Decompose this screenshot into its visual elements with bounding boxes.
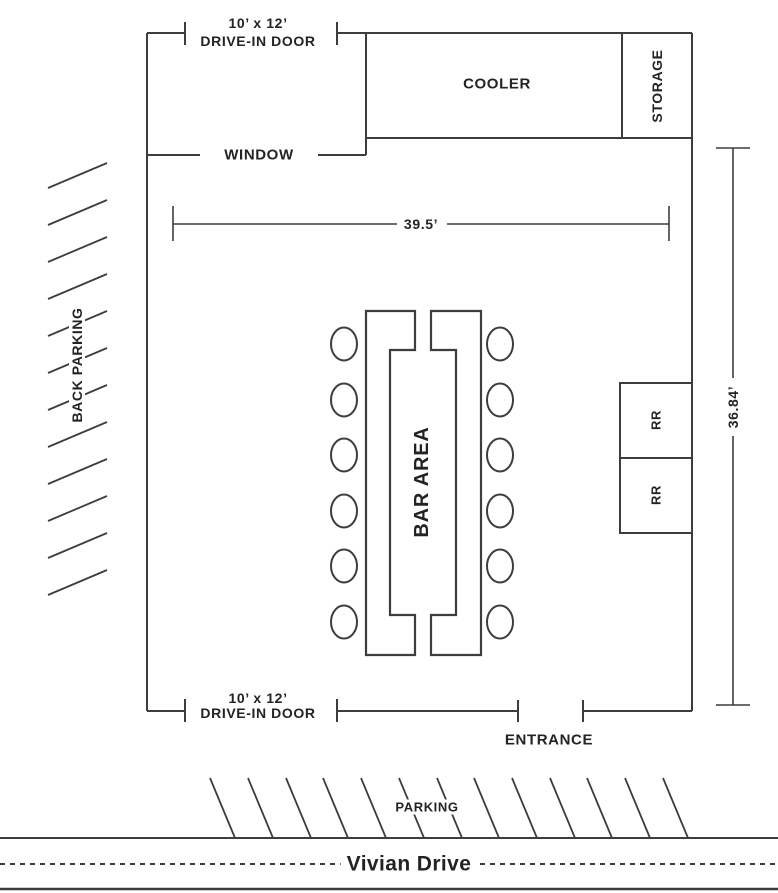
- building-walls: [146, 32, 693, 712]
- bar-stool: [486, 382, 514, 418]
- bar-counter-left: [364, 309, 417, 657]
- width-dimension-line: [172, 206, 670, 241]
- height-dimension-line: [716, 147, 750, 706]
- width-dimension-label: 39.5’: [403, 216, 439, 232]
- top-door-label: DRIVE-IN DOOR: [200, 33, 316, 49]
- restrooms: [619, 382, 693, 534]
- street-name-label: Vivian Drive: [340, 852, 478, 876]
- door-ticks: [184, 22, 584, 722]
- bar-stool: [486, 493, 514, 529]
- bar-stool: [486, 326, 514, 362]
- bar-stool: [330, 437, 358, 473]
- bar-stool: [486, 437, 514, 473]
- bar-counter: [364, 309, 483, 657]
- parking-label: PARKING: [389, 799, 465, 815]
- storage-label: STORAGE: [649, 49, 665, 123]
- street-road: [0, 837, 778, 891]
- bar-stool: [330, 548, 358, 584]
- bar-area-label: BAR AREA: [411, 426, 433, 538]
- top-door-size-label: 10’ x 12’: [228, 15, 288, 31]
- bar-counter-right: [429, 309, 483, 657]
- bottom-door-label: DRIVE-IN DOOR: [200, 705, 316, 721]
- bar-stool: [330, 604, 358, 640]
- bar-stool: [486, 604, 514, 640]
- window-label: WINDOW: [224, 146, 294, 164]
- entrance-label: ENTRANCE: [504, 731, 594, 749]
- restroom-bottom-box: [619, 457, 693, 534]
- bottom-door-size-label: 10’ x 12’: [228, 690, 288, 706]
- height-dimension-label: 36.84’: [725, 379, 741, 435]
- restroom-top-label: RR: [648, 410, 664, 430]
- bar-stool: [330, 382, 358, 418]
- bar-stool: [330, 326, 358, 362]
- bar-stool: [486, 548, 514, 584]
- bar-stools: [330, 326, 514, 640]
- cooler-label: COOLER: [463, 75, 531, 93]
- front-parking-hatching: [209, 777, 689, 839]
- back-parking-label: BACK PARKING: [69, 301, 85, 429]
- bar-stool: [330, 493, 358, 529]
- restroom-bottom-label: RR: [648, 485, 664, 505]
